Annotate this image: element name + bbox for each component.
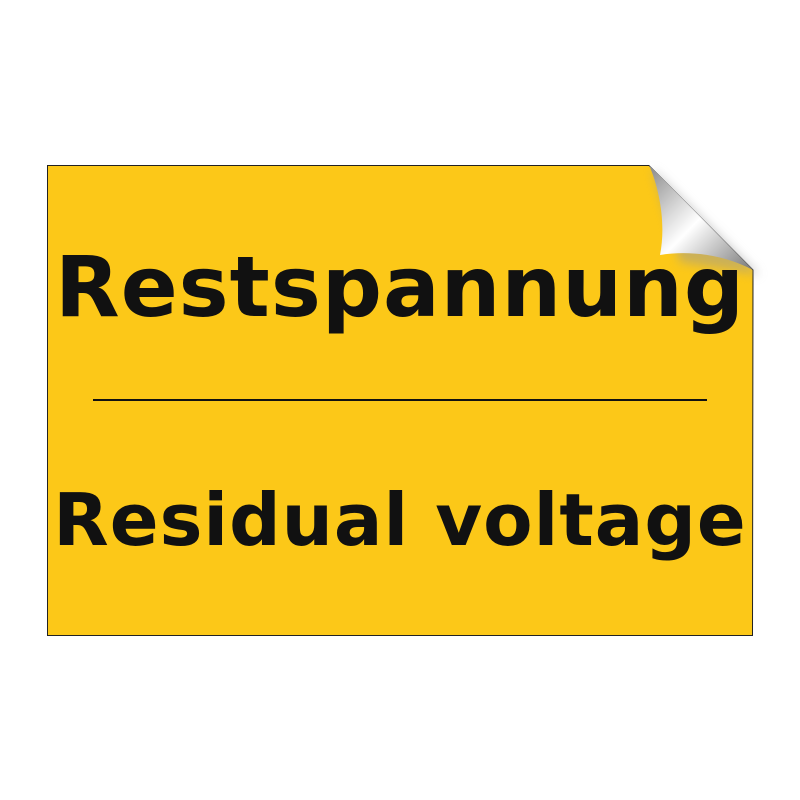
sign-title-english: Residual voltage (53, 478, 747, 562)
sign-title-german: Restspannung (55, 238, 745, 336)
peeled-corner (649, 165, 753, 270)
